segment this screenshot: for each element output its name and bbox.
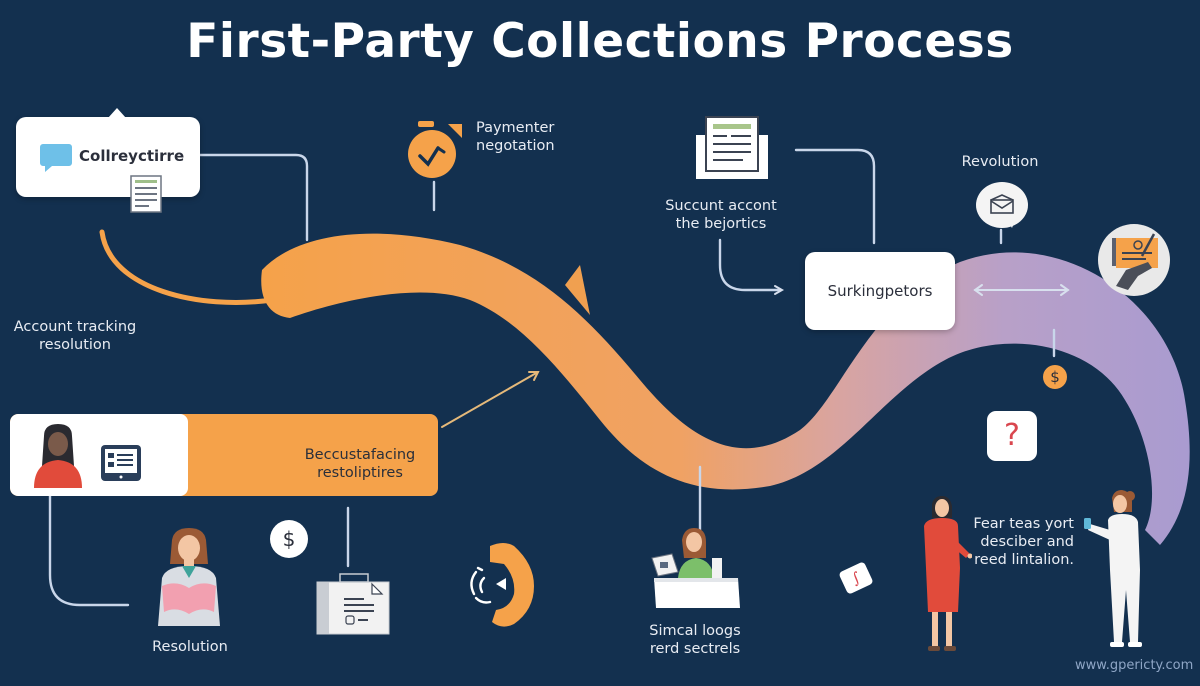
revolution-label: Revolution <box>961 154 1039 170</box>
resolution-label: Resolution <box>152 639 228 655</box>
chat-bubble-icon <box>40 144 72 172</box>
payment-negotiation-label: Paymenter negotation <box>476 120 555 154</box>
document-icon <box>130 175 162 213</box>
card-pointer <box>108 108 126 118</box>
doctor-with-phone-icon <box>1084 490 1142 647</box>
account-tracking-label: Account tracking resolution <box>13 319 137 353</box>
fear-teas-label: Fear teas yort desciber and reed lintali… <box>973 516 1074 568</box>
collreyctirre-label: Collreyctirre <box>79 147 185 165</box>
tablet-list-icon <box>101 445 141 481</box>
surkingpetors-card[interactable]: Surkingpetors <box>805 252 955 330</box>
simcal-logs-label: Simcal loogs rerd sectrels <box>649 623 741 657</box>
collreyctirre-card[interactable]: Collreyctirre <box>16 108 200 197</box>
businesswoman-red-suit-icon <box>924 496 972 651</box>
footer-url[interactable]: www.gpericty.com <box>1075 658 1194 673</box>
customer-facing-card[interactable]: Beccustafacing restoliptires <box>10 414 438 496</box>
surkingpetors-label: Surkingpetors <box>827 282 933 300</box>
dollar-coin-right-icon: $ <box>1041 363 1069 391</box>
document-folder-icon <box>696 116 768 179</box>
phone-call-icon <box>470 543 534 627</box>
succunt-account-label: Succunt accont the bejortics <box>665 198 777 232</box>
case-file-icon <box>316 573 390 635</box>
hand-signing-contract-icon <box>1098 224 1170 296</box>
revolution-bubble <box>976 182 1028 228</box>
page-title: First-Party Collections Process <box>186 14 1014 69</box>
woman-at-desk-icon <box>651 528 740 608</box>
dollar-coin-left-icon: $ <box>270 520 308 558</box>
alarm-clock-check-icon <box>408 121 462 178</box>
woman-reading-icon <box>158 528 220 626</box>
envelope-icon <box>990 194 1014 214</box>
woman-avatar-icon <box>34 424 82 488</box>
question-badge-icon: ? <box>987 411 1037 461</box>
customer-facing-label: Beccustafacing restoliptires <box>304 447 416 481</box>
